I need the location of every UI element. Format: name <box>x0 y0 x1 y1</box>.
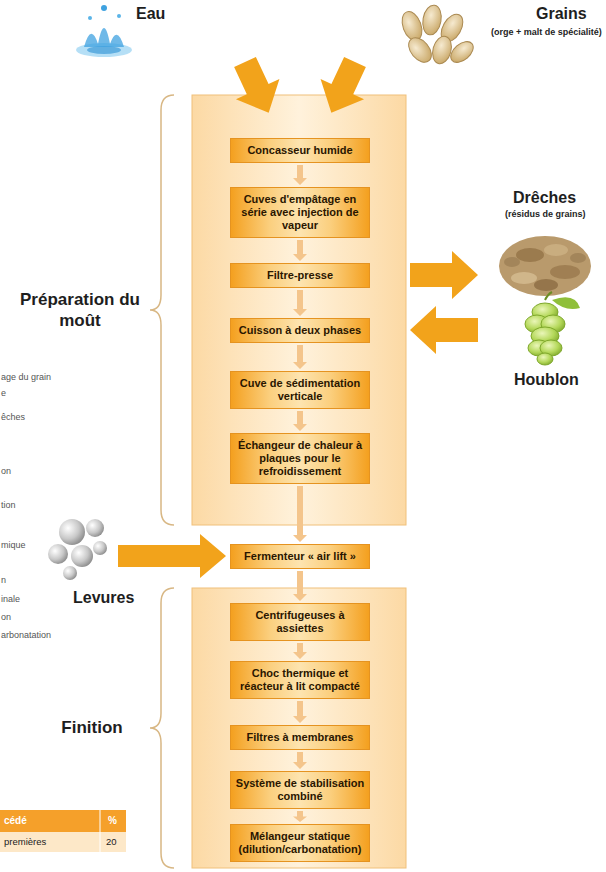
process-box: Mélangeur statique (dilution/carbonatati… <box>230 824 370 862</box>
input-label: Grains <box>536 4 587 23</box>
table-cell: premières <box>4 836 46 848</box>
finish-panel <box>192 588 406 868</box>
flow-arrow <box>293 486 307 542</box>
box-text: Cuves d'empâtage en série avec injection… <box>235 193 365 232</box>
input-arrow <box>410 306 478 354</box>
process-box: Cuisson à deux phases <box>230 318 370 343</box>
flow-arrow <box>293 165 307 185</box>
process-box: Cuve de sédimentation verticale <box>230 371 370 409</box>
flow-arrow <box>293 345 307 369</box>
yeast-icon <box>48 519 107 580</box>
output-arrow <box>410 251 478 299</box>
table-cell: 20 <box>106 836 117 848</box>
section-label: Finition <box>27 717 157 738</box>
box-text: Choc thermique et réacteur à lit compact… <box>235 667 365 693</box>
water-splash-icon <box>76 5 132 57</box>
process-box: Centrifugeuses à assiettes <box>230 603 370 641</box>
flow-arrow <box>293 411 307 431</box>
flow-arrow <box>293 701 307 723</box>
cropped-text: inale <box>1 594 20 605</box>
table-header <box>0 810 126 832</box>
process-box: Filtres à membranes <box>230 725 370 750</box>
input-arrow <box>118 534 226 578</box>
table-cell: % <box>108 815 117 827</box>
process-box: Filtre-presse <box>230 263 370 288</box>
cropped-text: on <box>1 612 11 623</box>
cropped-text: e <box>1 388 6 399</box>
output-note: (résidus de grains) <box>505 209 586 220</box>
flow-arrow <box>293 752 307 769</box>
box-text: Centrifugeuses à assiettes <box>235 609 365 635</box>
input-label: Eau <box>136 4 165 23</box>
flow-arrow <box>293 290 307 316</box>
box-text: Filtres à membranes <box>235 731 365 744</box>
input-label: Houblon <box>514 370 579 389</box>
cropped-text: tion <box>1 500 16 511</box>
box-text: Mélangeur statique (dilution/carbonatati… <box>235 830 365 856</box>
flow-arrow <box>293 811 307 822</box>
cropped-text: n <box>1 575 6 586</box>
process-box: Fermenteur « air lift » <box>230 544 370 569</box>
hop-icon <box>525 292 580 365</box>
input-label: Levures <box>73 588 134 607</box>
process-box: Concasseur humide <box>230 138 370 163</box>
process-box: Échangeur de chaleur à plaques pour le r… <box>230 433 370 484</box>
flow-arrow <box>293 643 307 659</box>
box-text: Fermenteur « air lift » <box>235 550 365 563</box>
table-rule <box>100 810 101 852</box>
section-bracket <box>150 95 174 525</box>
process-box: Cuves d'empâtage en série avec injection… <box>230 187 370 238</box>
grain-icon <box>398 4 477 67</box>
cropped-text: age du grain <box>1 372 51 383</box>
box-text: Système de stabilisation combiné <box>235 777 365 803</box>
section-bracket <box>150 588 174 868</box>
prep-panel <box>192 95 406 525</box>
table-row <box>0 832 126 852</box>
table-cell: cédé <box>4 815 27 827</box>
process-box: Choc thermique et réacteur à lit compact… <box>230 661 370 699</box>
box-text: Cuisson à deux phases <box>235 324 365 337</box>
process-box: Système de stabilisation combiné <box>230 771 370 809</box>
input-arrow <box>223 52 290 123</box>
input-note: (orge + malt de spécialité) <box>491 27 602 38</box>
spent-grain-icon <box>499 236 591 296</box>
box-text: Concasseur humide <box>235 144 365 157</box>
input-arrow <box>310 52 377 123</box>
section-label: Préparation du moût <box>15 289 145 331</box>
box-text: Cuve de sédimentation verticale <box>235 377 365 403</box>
output-label: Drêches <box>513 188 576 207</box>
flow-arrow <box>293 240 307 261</box>
cropped-text: êches <box>1 412 25 423</box>
cropped-text: mique <box>1 540 26 551</box>
cropped-text: arbonatation <box>1 630 51 641</box>
box-text: Filtre-presse <box>235 269 365 282</box>
cropped-text: on <box>1 466 11 477</box>
flow-arrow <box>293 571 307 601</box>
box-text: Échangeur de chaleur à plaques pour le r… <box>235 439 365 478</box>
